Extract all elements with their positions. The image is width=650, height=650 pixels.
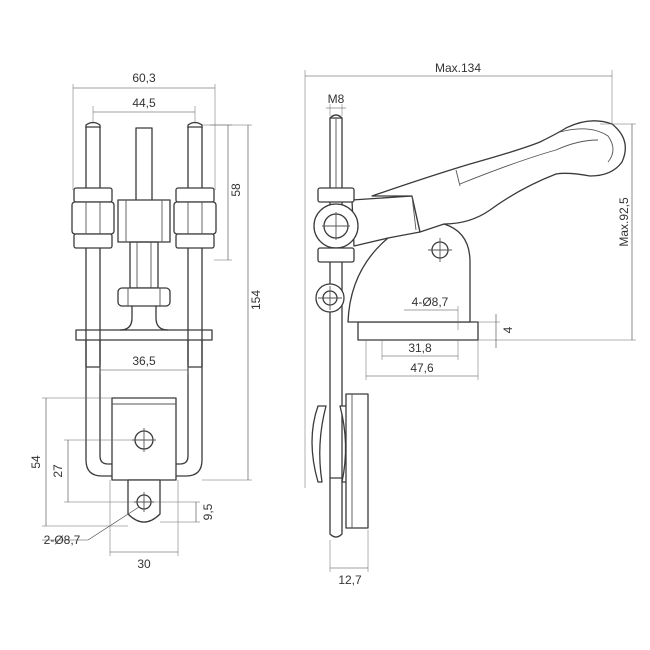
- dim-thread: M8: [328, 92, 345, 106]
- left-nut-bottom: [73, 233, 113, 249]
- dim-inner-width: 44,5: [132, 96, 156, 110]
- right-nut: [173, 201, 217, 235]
- dim-rod-diameter: 12,7: [338, 573, 362, 587]
- side-dimensions: Max.134 M8 Max.92,5 4-Ø8,7 4 31,8 47,6 1…: [304, 61, 636, 587]
- center-rod: [135, 127, 153, 203]
- handle: [371, 120, 626, 233]
- left-nut-top: [73, 187, 113, 203]
- side-rod-tip: [329, 114, 343, 119]
- front-view: [71, 121, 217, 523]
- spindle-left: [311, 405, 327, 483]
- side-view: [311, 114, 626, 538]
- dim-base-thickness: 4: [501, 326, 515, 333]
- dim-strap-width: 36,5: [132, 354, 156, 368]
- spindle-tip: [329, 477, 343, 538]
- front-dimensions: 60,3 44,5 58 154 36,5 54 27 9,5: [29, 71, 263, 571]
- cross-block: [117, 199, 171, 243]
- left-nut: [71, 201, 115, 235]
- spindle-pad: [345, 393, 369, 529]
- dim-base-length: 47,6: [410, 361, 434, 375]
- dim-max-length: Max.134: [435, 61, 481, 75]
- dim-total-height: 154: [249, 290, 263, 310]
- dim-max-height: Max.92,5: [617, 197, 631, 247]
- front-base-plate: [75, 329, 213, 341]
- side-nut-top: [317, 187, 355, 203]
- pivot-pin: [117, 287, 171, 307]
- dim-lug-height: 27: [51, 464, 65, 478]
- link-arm: [129, 241, 159, 289]
- right-nut-top: [175, 187, 215, 203]
- dim-base-holes: 4-Ø8,7: [412, 295, 449, 309]
- dim-holes-front: 2-Ø8,7: [44, 533, 81, 547]
- right-nut-bottom: [175, 233, 215, 249]
- side-base-plate: [357, 321, 479, 341]
- dim-hole-spacing: 31,8: [408, 341, 432, 355]
- dim-lower-height: 54: [29, 455, 43, 469]
- dim-bottom-width: 30: [137, 557, 151, 571]
- dim-upper-height: 58: [229, 183, 243, 197]
- dim-top-width: 60,3: [132, 71, 156, 85]
- dim-tab-height: 9,5: [201, 503, 215, 520]
- side-nut-bottom: [317, 247, 355, 263]
